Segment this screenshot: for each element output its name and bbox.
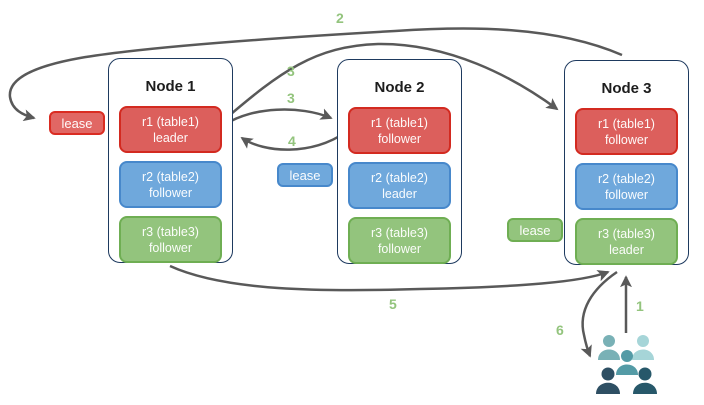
node-2-ranges: r1 (table1) follower r2 (table2) leader … bbox=[338, 99, 461, 264]
step-label-5: 5 bbox=[389, 296, 397, 312]
step-label-4: 4 bbox=[288, 133, 296, 149]
user-bottom-right-icon bbox=[633, 367, 657, 394]
range-id: r2 (table2) bbox=[142, 169, 199, 184]
range-id: r1 (table1) bbox=[598, 116, 655, 131]
user-middle-icon bbox=[616, 350, 638, 375]
step-label-3a: 3 bbox=[287, 63, 295, 79]
node-3-range-r3: r3 (table3) leader bbox=[575, 218, 678, 265]
node-3-ranges: r1 (table1) follower r2 (table2) followe… bbox=[565, 100, 688, 265]
step-label-6: 6 bbox=[556, 322, 564, 338]
node-1-title: Node 1 bbox=[145, 78, 196, 95]
node-2: Node 2 r1 (table1) follower r2 (table2) … bbox=[337, 59, 462, 264]
range-id: r1 (table1) bbox=[142, 114, 199, 129]
arrow-step-5-node1-to-node3 bbox=[169, 264, 610, 292]
arrow-step-2-node3-to-lease-node1 bbox=[8, 27, 623, 122]
range-id: r3 (table3) bbox=[142, 224, 199, 239]
range-role: follower bbox=[604, 132, 649, 147]
user-top-right-icon bbox=[632, 335, 654, 360]
step-label-1: 1 bbox=[636, 298, 644, 314]
node-2-range-r1: r1 (table1) follower bbox=[348, 107, 451, 154]
node-2-title: Node 2 bbox=[374, 79, 425, 96]
node-1: Node 1 r1 (table1) leader r2 (table2) fo… bbox=[108, 58, 233, 263]
lease-badge-r2: lease bbox=[277, 163, 333, 187]
range-role: follower bbox=[377, 131, 422, 146]
node-1-range-r3: r3 (table3) follower bbox=[119, 216, 222, 263]
range-id: r2 (table2) bbox=[598, 171, 655, 186]
range-role: follower bbox=[148, 240, 193, 255]
node-2-range-r3: r3 (table3) follower bbox=[348, 217, 451, 264]
step-label-2: 2 bbox=[336, 10, 344, 26]
user-top-left-icon bbox=[598, 335, 620, 360]
range-role: follower bbox=[377, 241, 422, 256]
users-icon bbox=[596, 335, 657, 394]
node-3: Node 3 r1 (table1) follower r2 (table2) … bbox=[564, 60, 689, 265]
range-role: leader bbox=[609, 242, 644, 257]
step-label-3b: 3 bbox=[287, 90, 295, 106]
range-id: r2 (table2) bbox=[371, 170, 428, 185]
node-1-range-r1: r1 (table1) leader bbox=[119, 106, 222, 153]
range-id: r3 (table3) bbox=[371, 225, 428, 240]
node-1-ranges: r1 (table1) leader r2 (table2) follower … bbox=[109, 98, 232, 263]
node-3-range-r1: r1 (table1) follower bbox=[575, 108, 678, 155]
range-role: leader bbox=[153, 130, 188, 145]
range-role: leader bbox=[382, 186, 417, 201]
node-3-range-r2: r2 (table2) follower bbox=[575, 163, 678, 210]
range-id: r3 (table3) bbox=[598, 226, 655, 241]
node-3-title: Node 3 bbox=[601, 80, 652, 97]
arrow-step-3-node1-to-node2 bbox=[225, 108, 333, 126]
range-role: follower bbox=[604, 187, 649, 202]
range-role: follower bbox=[148, 185, 193, 200]
node-1-range-r2: r2 (table2) follower bbox=[119, 161, 222, 208]
user-bottom-left-icon bbox=[596, 367, 620, 394]
node-2-range-r2: r2 (table2) leader bbox=[348, 162, 451, 209]
lease-badge-r1: lease bbox=[49, 111, 105, 135]
range-id: r1 (table1) bbox=[371, 115, 428, 130]
lease-badge-r3: lease bbox=[507, 218, 563, 242]
